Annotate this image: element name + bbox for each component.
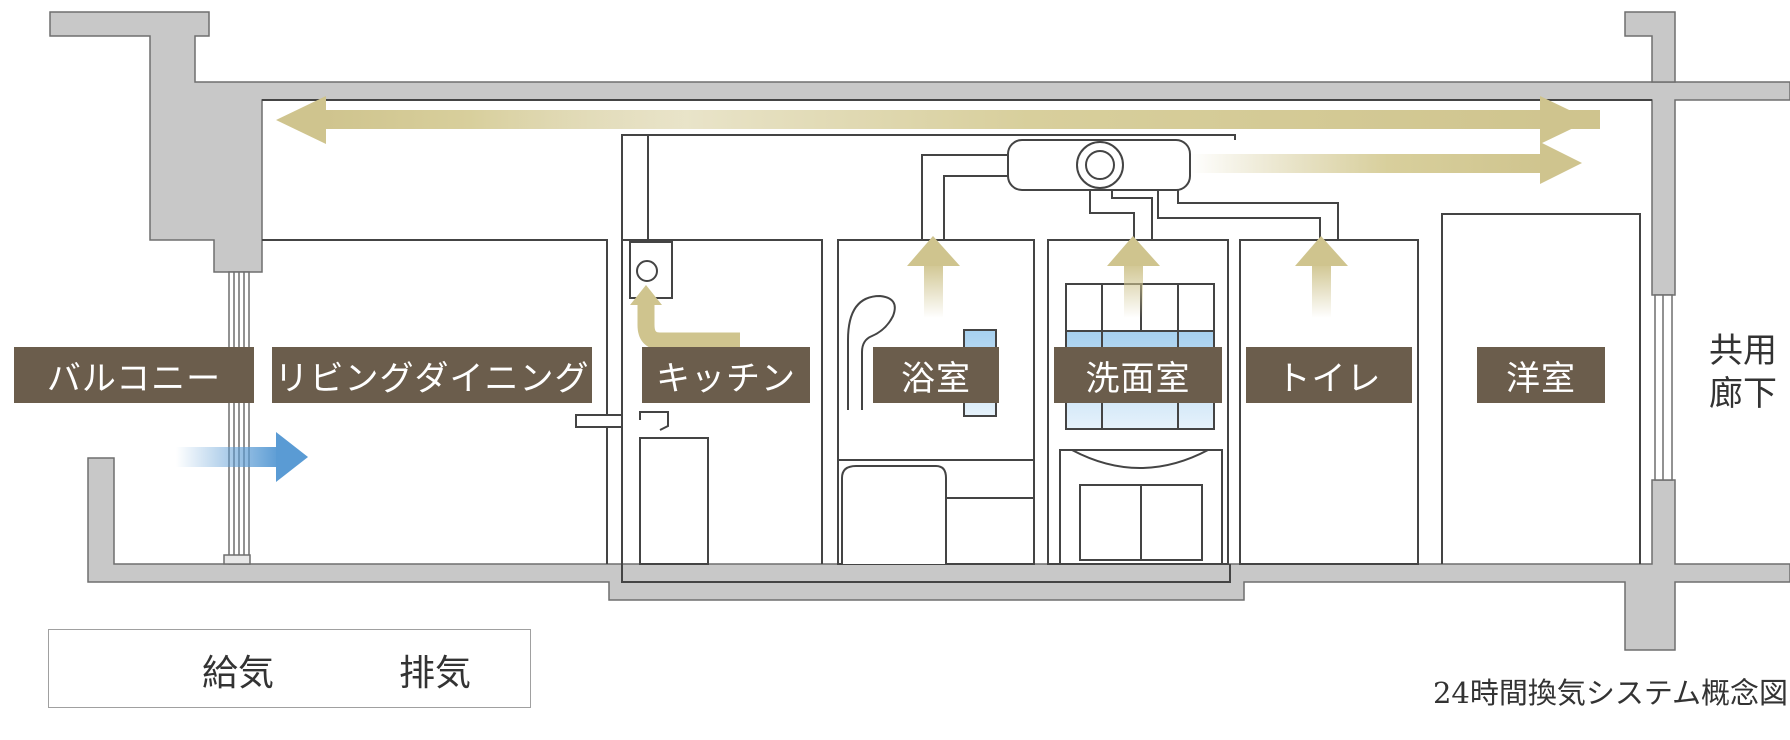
corridor-label-line2: 廊下	[1709, 374, 1777, 414]
room-label-western: 洋室	[1477, 347, 1605, 403]
corridor-label-line1: 共用	[1709, 331, 1777, 371]
supply-arrow	[176, 432, 308, 482]
room-label-washroom: 洗面室	[1054, 347, 1222, 403]
washroom-fixtures	[1059, 283, 1223, 565]
corridor-sash	[1654, 294, 1673, 481]
exhaust-arrows	[276, 96, 1600, 350]
building-structure	[49, 11, 1790, 651]
legend-supply-label: 給気	[202, 653, 275, 694]
room-label-balcony: バルコニー	[14, 347, 254, 403]
room-label-living: リビングダイニング	[272, 347, 592, 403]
legend-exhaust-label: 排気	[399, 653, 472, 694]
duct-lines	[262, 99, 1652, 299]
legend: 給気 排気	[48, 629, 531, 708]
balcony-sash	[223, 271, 251, 565]
bath-fixtures	[837, 294, 1034, 564]
corridor-label: 共用 廊下	[1698, 330, 1788, 416]
room-label-toilet: トイレ	[1246, 347, 1412, 403]
kitchen-counter	[575, 411, 709, 565]
room-label-bath: 浴室	[873, 347, 999, 403]
room-label-kitchen: キッチン	[642, 347, 810, 403]
diagram-caption: 24時間換気システム概念図	[1432, 676, 1788, 710]
